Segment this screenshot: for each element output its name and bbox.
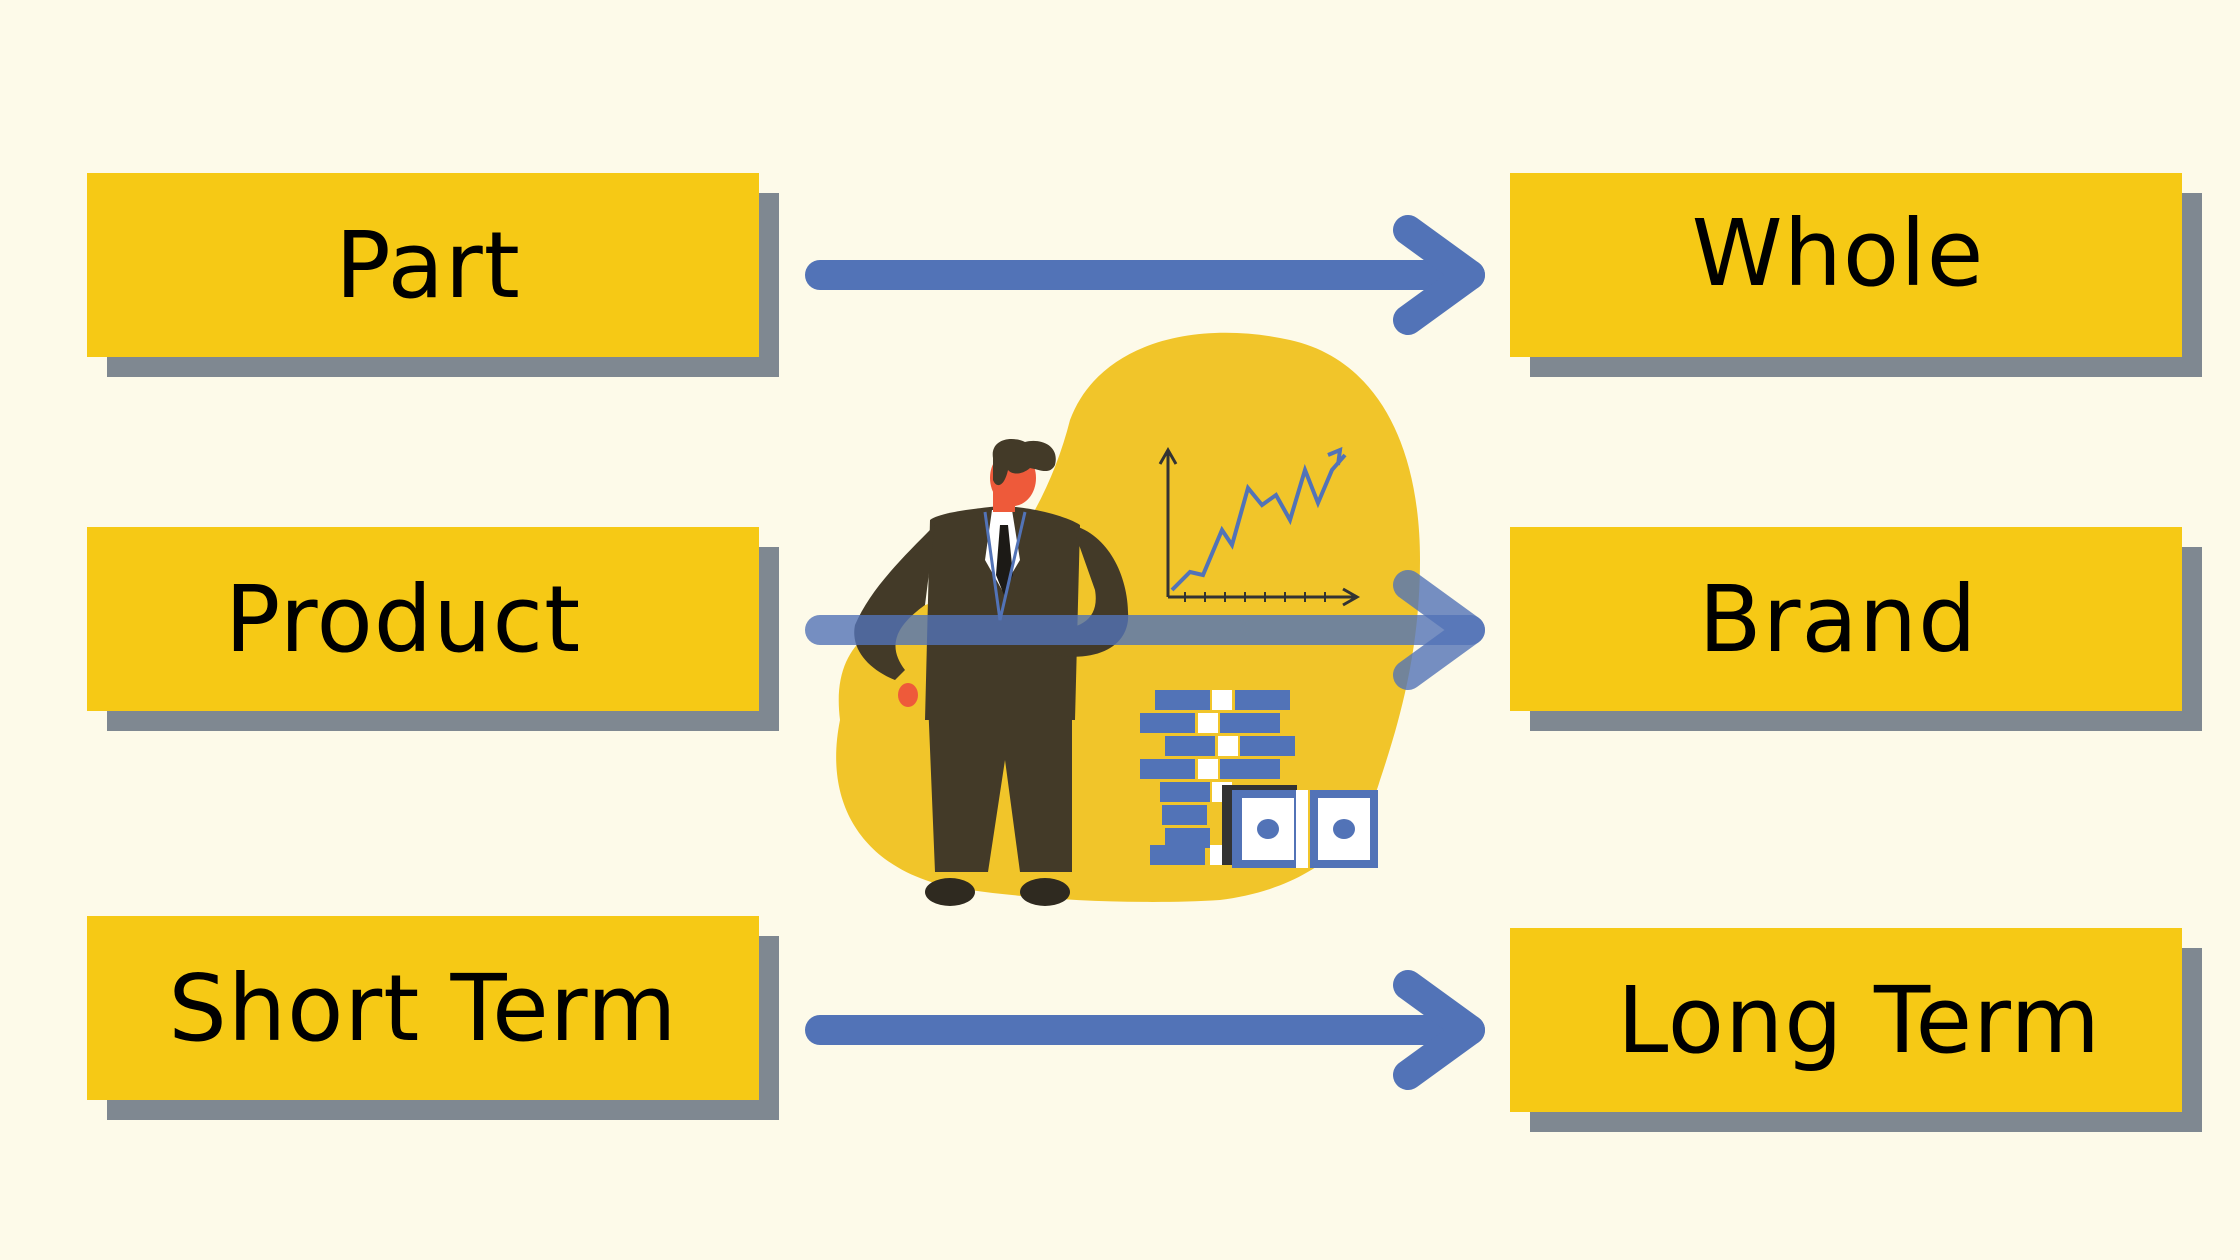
box-brand-label: Brand — [1698, 565, 1978, 673]
arrow-product-to-brand — [805, 570, 1485, 690]
box-long-term-label: Long Term — [1617, 966, 2101, 1074]
box-product-label: Product — [224, 565, 582, 673]
arrow-part-to-whole — [805, 215, 1485, 335]
box-brand: Brand — [1510, 527, 2182, 711]
box-whole: Whole — [1510, 173, 2182, 357]
box-part-label: Part — [335, 211, 521, 319]
banknote-icon — [1222, 785, 1378, 868]
box-short-term: Short Term — [87, 916, 759, 1100]
box-product: Product — [87, 527, 759, 711]
arrow-short-to-long-term — [805, 970, 1485, 1090]
box-whole-label: Whole — [1691, 199, 1985, 307]
box-short-term-label: Short Term — [168, 954, 678, 1062]
businessman-figure — [854, 438, 1129, 906]
growth-chart-icon — [1158, 446, 1361, 607]
box-long-term: Long Term — [1510, 928, 2182, 1112]
box-part: Part — [87, 173, 759, 357]
